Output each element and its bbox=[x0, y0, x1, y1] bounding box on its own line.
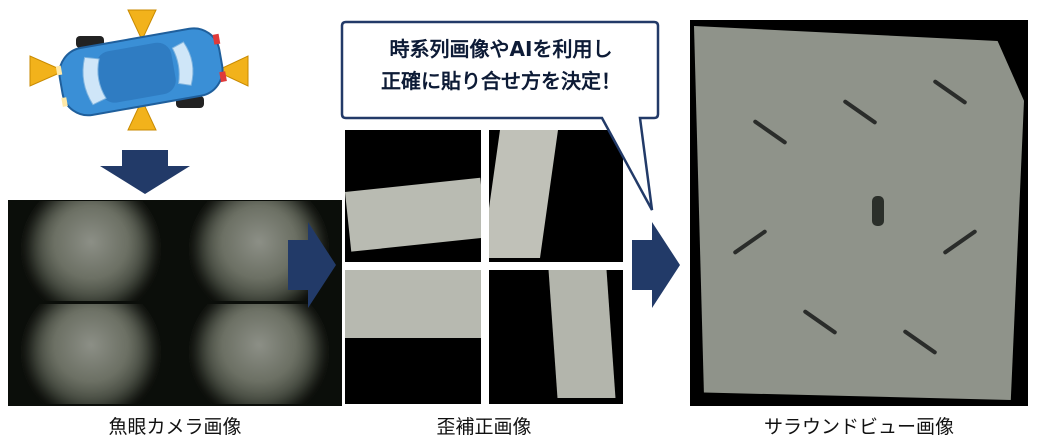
undistorted-image-1 bbox=[345, 130, 481, 262]
fisheye-image-rear bbox=[177, 304, 341, 404]
left-camera-marker bbox=[29, 55, 66, 87]
undistorted-image-2 bbox=[489, 130, 623, 262]
speech-bubble bbox=[340, 20, 660, 211]
undistorted-image-3 bbox=[345, 270, 481, 404]
right-arrow-1 bbox=[288, 222, 336, 308]
right-camera-marker bbox=[214, 55, 249, 87]
bubble-line-2: 正確に貼り合せ方を決定！ bbox=[381, 69, 621, 93]
speech-bubble-text: 時系列画像やAIを利用し 正確に貼り合せ方を決定！ bbox=[342, 30, 660, 106]
fisheye-image-left bbox=[9, 304, 173, 404]
right-arrow-2 bbox=[632, 222, 680, 308]
down-arrow bbox=[100, 150, 190, 194]
caption-fisheye: 魚眼カメラ画像 bbox=[108, 416, 242, 438]
undistorted-image-4 bbox=[489, 270, 623, 404]
person-figure bbox=[872, 196, 884, 226]
bubble-line-1: 時系列画像やAIを利用し bbox=[389, 37, 613, 61]
rear-camera-marker bbox=[127, 98, 157, 131]
caption-undistorted: 歪補正画像 bbox=[436, 416, 532, 438]
surround-view-image bbox=[690, 20, 1028, 406]
caption-surround: サラウンドビュー画像 bbox=[763, 416, 954, 438]
car-illustration bbox=[29, 9, 249, 131]
front-camera-marker bbox=[127, 9, 157, 42]
fisheye-image-front bbox=[9, 201, 173, 301]
